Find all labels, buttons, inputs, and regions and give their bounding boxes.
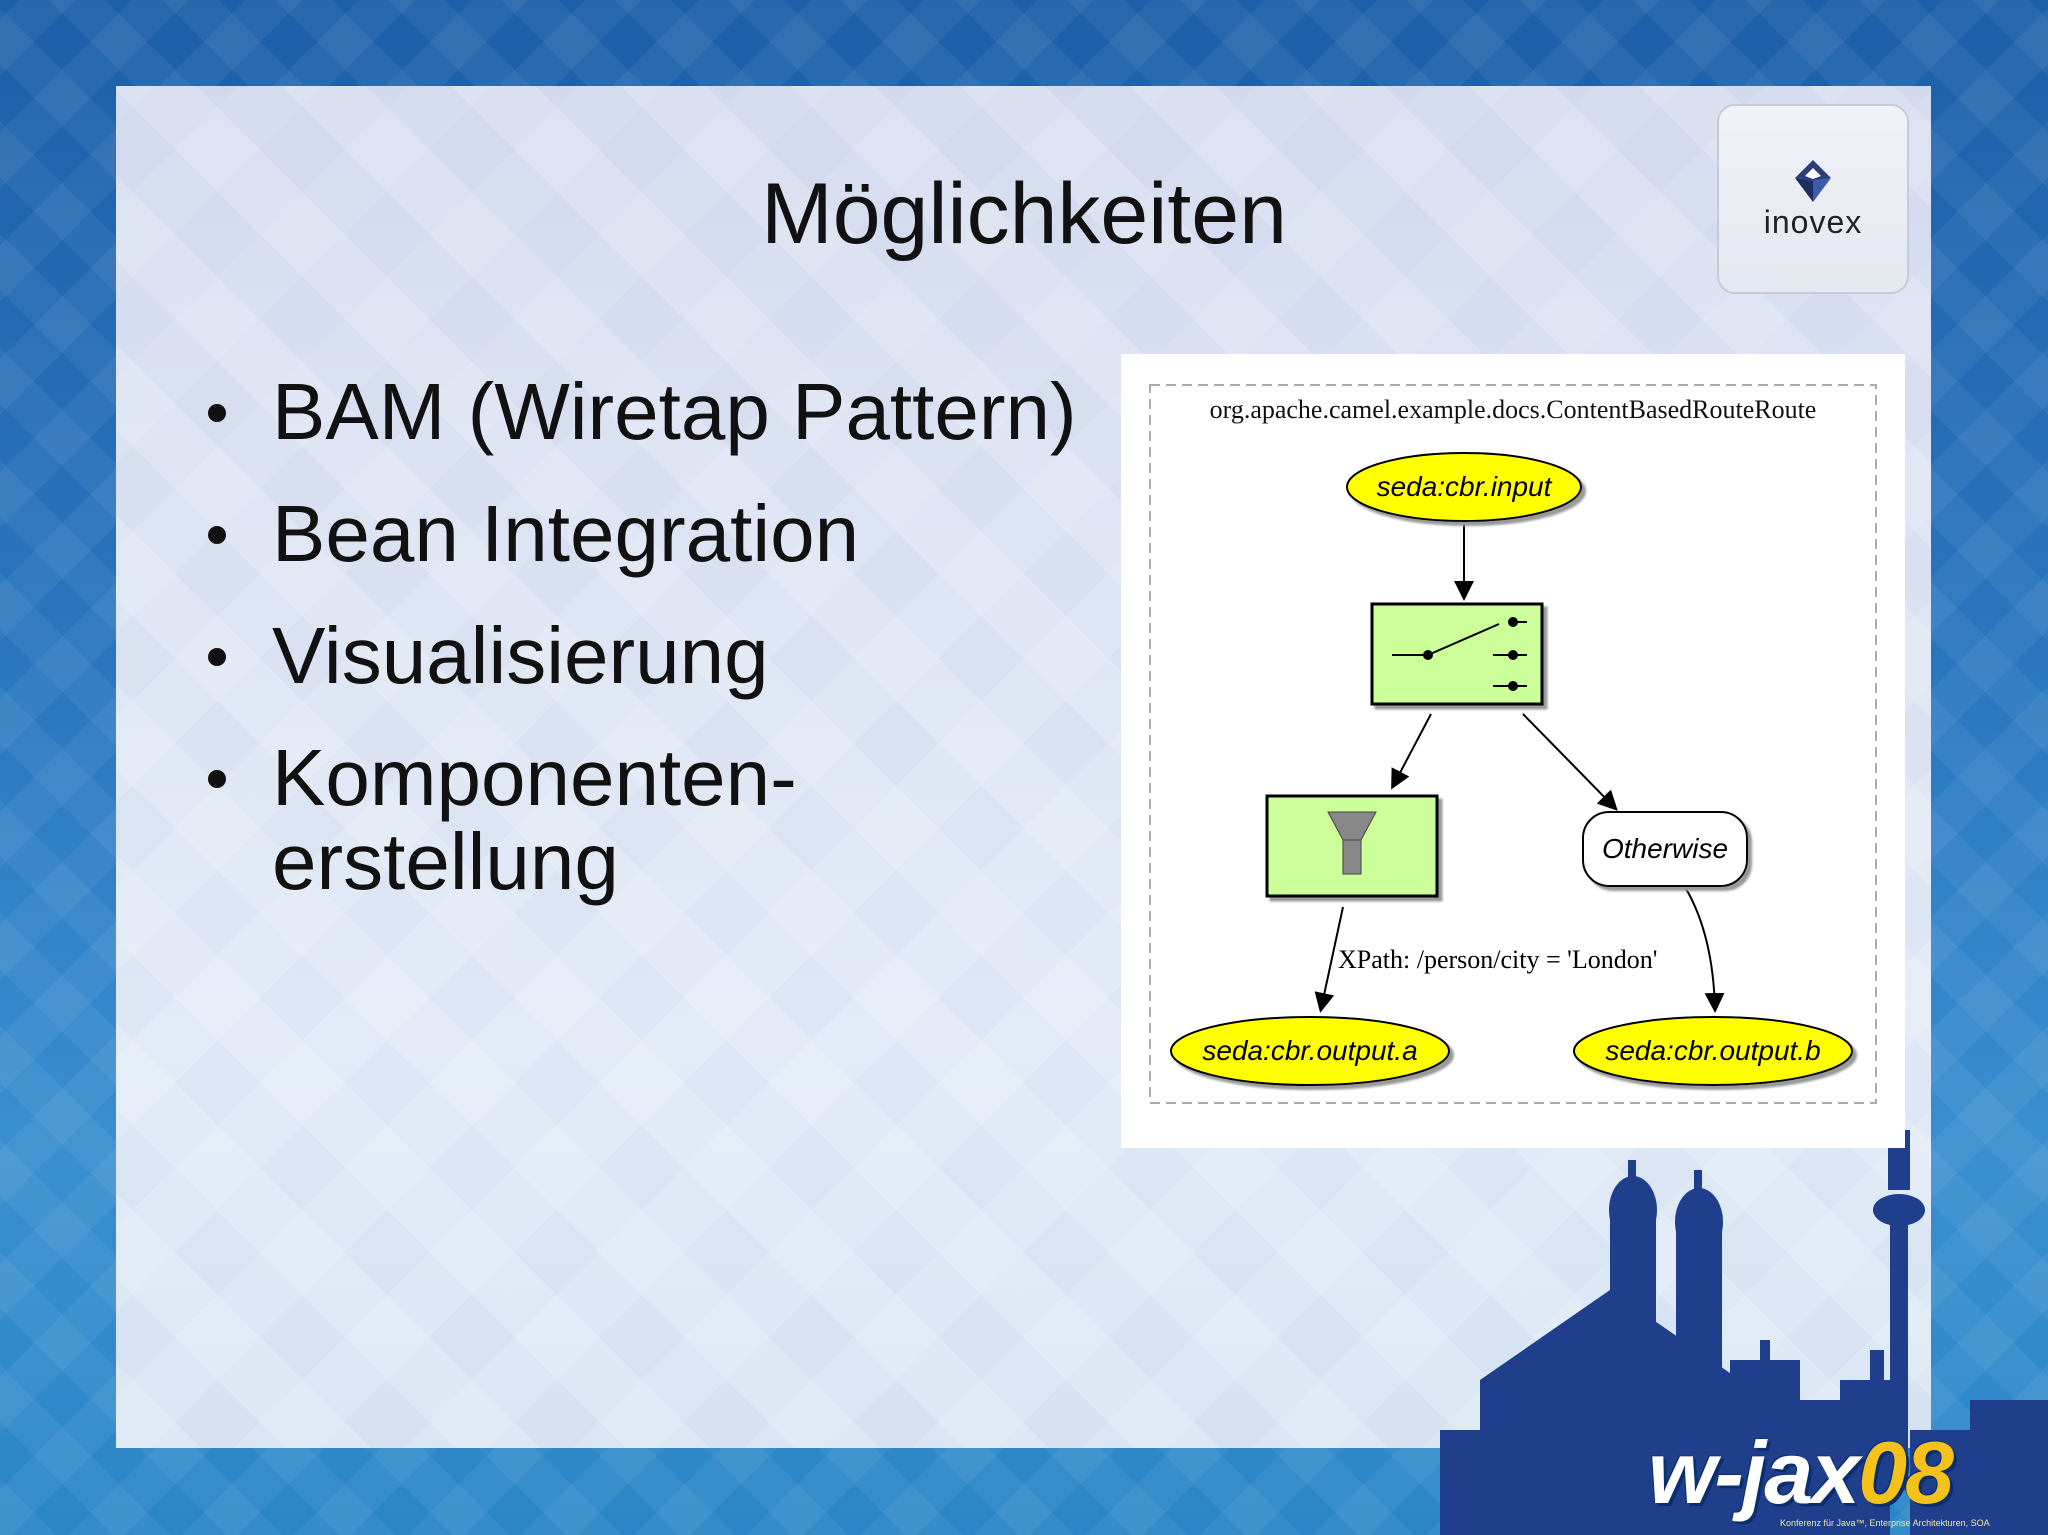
bullet-text: Visualisierung	[272, 611, 769, 700]
bullet-item: Komponenten- erstellung	[200, 736, 1077, 904]
edge-otherwise-output-b	[1684, 886, 1725, 1013]
bullet-text-continuation: erstellung	[272, 817, 619, 906]
input-endpoint-node: seda:cbr.input	[1346, 452, 1582, 522]
diagram-border	[1149, 384, 1877, 1104]
bullet-dot	[208, 770, 226, 788]
logo-text: inovex	[1763, 204, 1863, 240]
inovex-logo: inovex	[1717, 104, 1909, 294]
inovex-diamond-icon	[1795, 160, 1831, 202]
output-b-endpoint-node: seda:cbr.output.b	[1573, 1016, 1853, 1086]
wjax-tagline: Konferenz für Java™, Enterprise Architek…	[1780, 1518, 1990, 1528]
bullet-dot	[208, 648, 226, 666]
bullet-item: BAM (Wiretap Pattern)	[200, 370, 1077, 454]
bullet-item: Visualisierung	[200, 614, 1077, 698]
diagram-header: org.apache.camel.example.docs.ContentBas…	[1210, 395, 1817, 424]
bullet-list: BAM (Wiretap Pattern) Bean Integration V…	[200, 370, 1077, 942]
route-diagram: org.apache.camel.example.docs.ContentBas…	[1121, 354, 1905, 1148]
bullet-text: Komponenten-	[272, 733, 797, 822]
edge-choice-otherwise	[1522, 713, 1618, 811]
bullet-text: Bean Integration	[272, 489, 860, 578]
bullet-text: BAM (Wiretap Pattern)	[272, 367, 1077, 456]
svg-text:Otherwise: Otherwise	[1602, 833, 1728, 864]
bullet-item: Bean Integration	[200, 492, 1077, 576]
output-a-endpoint-node: seda:cbr.output.a	[1170, 1016, 1450, 1086]
slide-title: Möglichkeiten	[761, 166, 1287, 262]
svg-text:seda:cbr.input: seda:cbr.input	[1377, 471, 1553, 502]
bullet-dot	[208, 526, 226, 544]
svg-text:seda:cbr.output.b: seda:cbr.output.b	[1605, 1035, 1820, 1066]
funnel-icon	[1327, 811, 1377, 875]
switch-icon	[1392, 617, 1527, 691]
edge-filter-output-a	[1314, 906, 1344, 1013]
wjax-logo: w-jax08	[1648, 1422, 1954, 1524]
munich-skyline-icon	[1440, 1020, 2048, 1535]
bullet-dot	[208, 404, 226, 422]
edge-choice-filter	[1391, 713, 1432, 790]
edge-condition-label: XPath: /person/city = 'London'	[1338, 945, 1657, 974]
svg-text:seda:cbr.output.a: seda:cbr.output.a	[1202, 1035, 1417, 1066]
otherwise-node: Otherwise	[1582, 811, 1748, 887]
wjax-logo-name: w-jax	[1648, 1423, 1860, 1522]
wjax-logo-year: 08	[1858, 1423, 1954, 1522]
